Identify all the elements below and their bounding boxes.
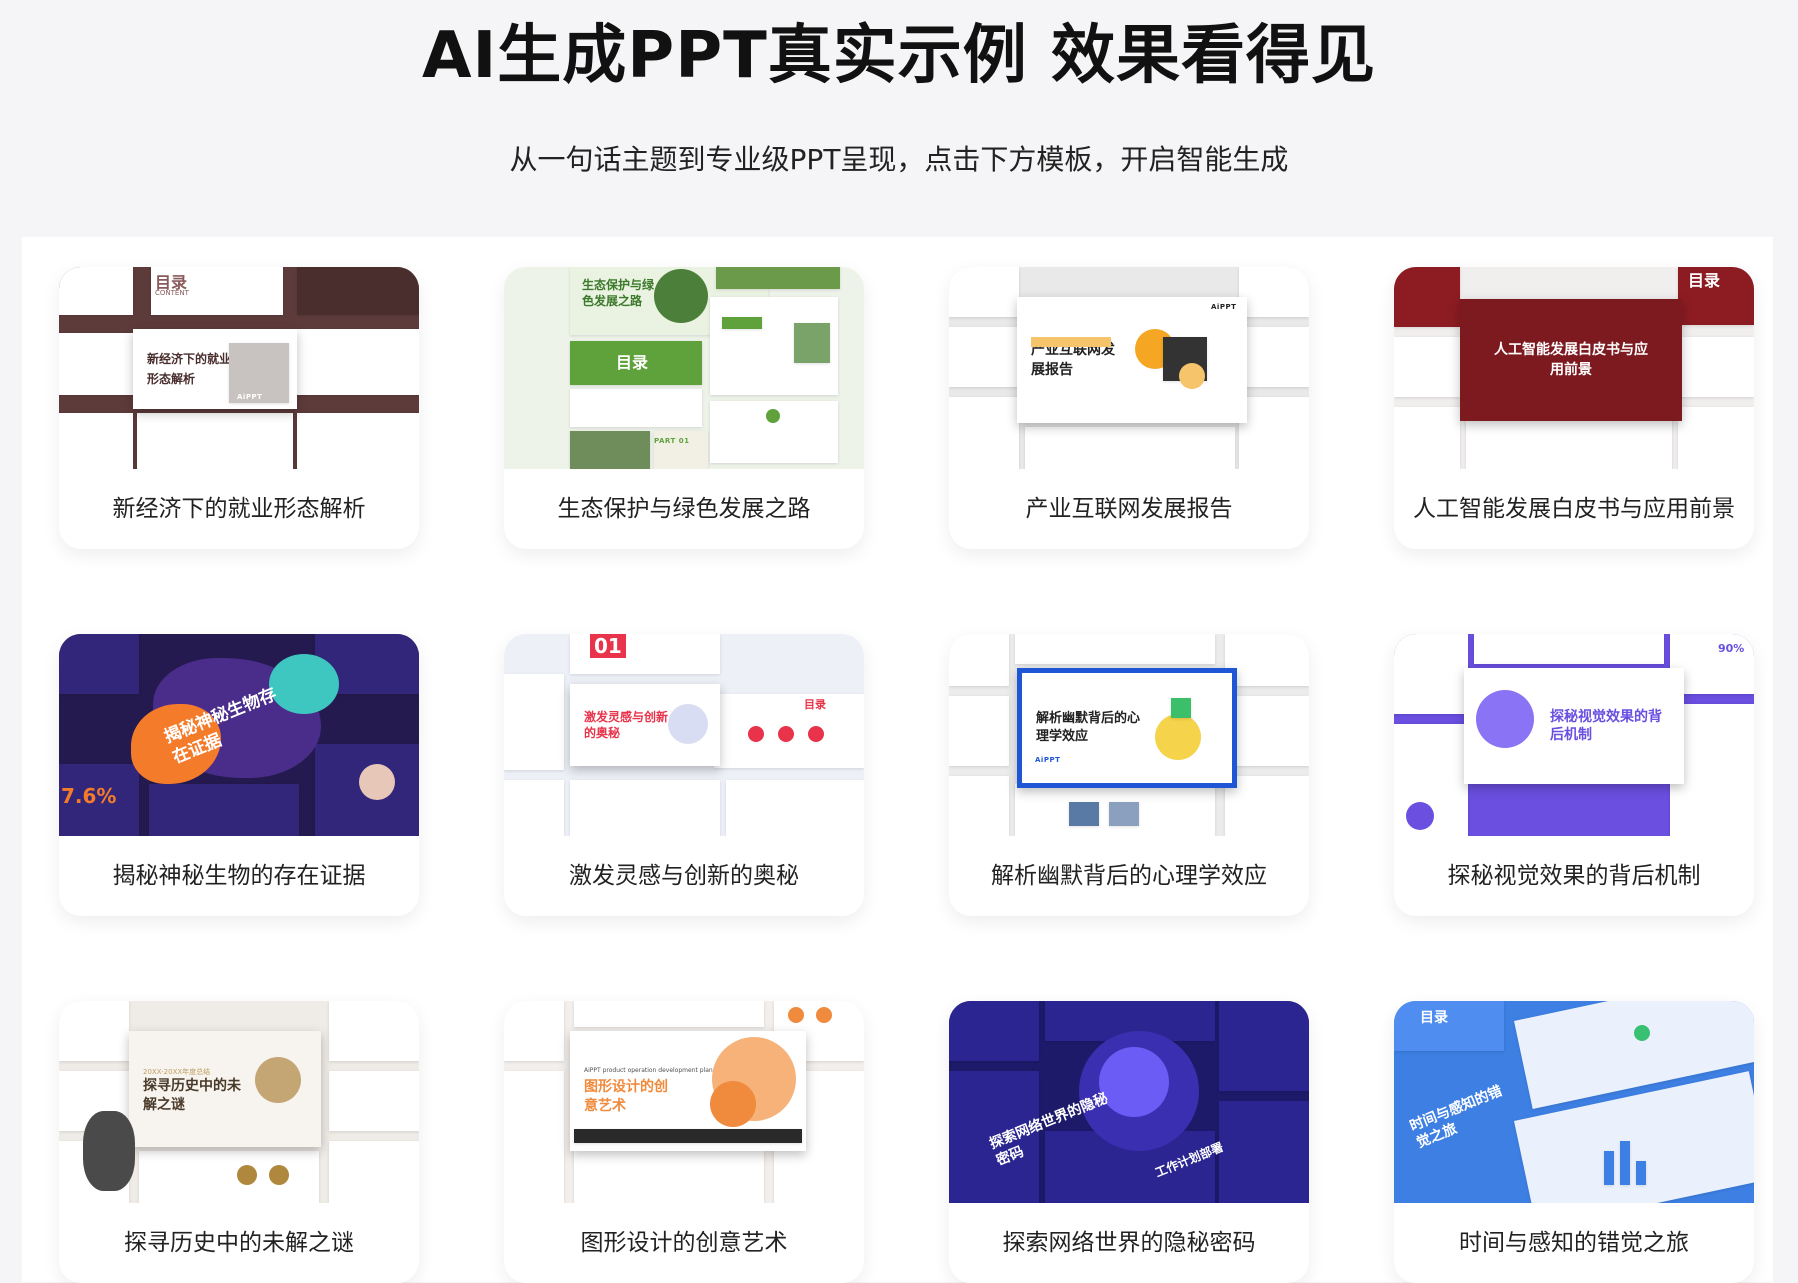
preview-cover-slide: 解析幽默背后的心理学效应 [1017, 668, 1237, 788]
template-card[interactable]: AiPPT product operation development plan… [504, 1001, 864, 1283]
template-preview-thumbnail: 20XX-20XX年度总结 探寻历史中的未解之谜 [59, 1001, 419, 1203]
preview-cover-slide: 人工智能发展白皮书与应用前景 [1460, 299, 1682, 421]
preview-cover-title: 人工智能发展白皮书与应用前景 [1494, 342, 1648, 378]
preview-cover-title: 新经济下的就业形态解析 [147, 352, 232, 386]
template-title: 人工智能发展白皮书与应用前景 [1413, 496, 1735, 522]
template-title: 新经济下的就业形态解析 [112, 496, 366, 522]
template-card[interactable]: 揭秘神秘生物存在证据 7.6% 揭秘神秘生物的存在证据 [59, 634, 419, 916]
template-card[interactable]: 目录 CONTENT 新经济下的就业形态解析 AiPPT 新经济下的就业形态解析 [59, 267, 419, 549]
template-title: 揭秘神秘生物的存在证据 [112, 863, 366, 889]
preview-cover-title: 生态保护与绿色发展之路 [582, 278, 655, 308]
page-subtitle: 从一句话主题到专业级PPT呈现，点击下方模板，开启智能生成 [509, 143, 1289, 176]
template-title: 探寻历史中的未解之谜 [124, 1230, 354, 1256]
preview-stat-text: 7.6% [61, 784, 117, 808]
preview-brand-text: AiPPT [1211, 303, 1237, 311]
preview-cover-title: 图形设计的创意艺术 [584, 1078, 668, 1114]
template-preview-thumbnail: 解析幽默背后的心理学效应 AiPPT [949, 634, 1309, 836]
preview-brand-text: AiPPT [1035, 756, 1061, 764]
template-preview-thumbnail: 揭秘神秘生物存在证据 7.6% [59, 634, 419, 836]
template-card[interactable]: 20XX-20XX年度总结 探寻历史中的未解之谜 探寻历史中的未解之谜 [59, 1001, 419, 1283]
template-title: 时间与感知的错觉之旅 [1459, 1230, 1689, 1256]
preview-en-text: AiPPT product operation development plan… [584, 1066, 726, 1074]
template-card[interactable]: 探索网络世界的隐秘密码 工作计划部署 探索网络世界的隐秘密码 [949, 1001, 1309, 1283]
preview-toc-text: 目录 [1420, 1010, 1448, 1026]
template-card[interactable]: 产业互联网发展报告 AiPPT 产业互联网发展报告 [949, 267, 1309, 549]
template-title: 生态保护与绿色发展之路 [557, 496, 811, 522]
preview-cover-slide: 产业互联网发展报告 [1017, 297, 1247, 423]
template-preview-thumbnail: 产业互联网发展报告 AiPPT [949, 267, 1309, 469]
preview-toc-text: 目录 [804, 698, 826, 711]
preview-cover-title: 激发灵感与创新的奥秘 [584, 710, 669, 740]
preview-cover-title: 探秘视觉效果的背后机制 [1550, 709, 1662, 743]
preview-part-text: PART 01 [654, 437, 690, 445]
template-grid: 目录 CONTENT 新经济下的就业形态解析 AiPPT 新经济下的就业形态解析… [59, 267, 1754, 1283]
preview-cover-title: 时间与感知的错觉之旅 [1407, 1083, 1505, 1152]
template-title: 探索网络世界的隐秘密码 [1002, 1230, 1256, 1256]
template-preview-thumbnail: 目录 时间与感知的错觉之旅 [1394, 1001, 1754, 1203]
template-preview-thumbnail: 90% 探秘视觉效果的背后机制 [1394, 634, 1754, 836]
template-preview-thumbnail: 生态保护与绿色发展之路 目录 PART 01 [504, 267, 864, 469]
templates-panel: 目录 CONTENT 新经济下的就业形态解析 AiPPT 新经济下的就业形态解析… [22, 237, 1773, 1283]
preview-cover-title: 解析幽默背后的心理学效应 [1036, 711, 1141, 744]
preview-toc-text: 目录 [155, 273, 188, 292]
template-title: 探秘视觉效果的背后机制 [1447, 863, 1701, 889]
page-title: AI生成PPT真实示例 效果看得见 [421, 19, 1377, 93]
preview-cover-title: 探寻历史中的未解之谜 [143, 1078, 241, 1113]
preview-toc-en-text: CONTENT [155, 289, 189, 297]
template-preview-thumbnail: AiPPT product operation development plan… [504, 1001, 864, 1203]
template-preview-thumbnail: 目录 CONTENT 新经济下的就业形态解析 AiPPT [59, 267, 419, 469]
preview-toc-text: 目录 [1688, 271, 1721, 290]
template-card[interactable]: 01 目录 激发灵感与创新的奥秘 激发灵感与创新的奥秘 [504, 634, 864, 916]
template-card[interactable]: 90% 探秘视觉效果的背后机制 探秘视觉效果的背后机制 [1394, 634, 1754, 916]
template-card[interactable]: 目录 时间与感知的错觉之旅 时间与感知的错觉之旅 [1394, 1001, 1754, 1283]
template-card[interactable]: 目录 人工智能发展白皮书与应用前景 人工智能发展白皮书与应用前景 [1394, 267, 1754, 549]
preview-brand-text: AiPPT [237, 393, 263, 401]
template-preview-thumbnail: 01 目录 激发灵感与创新的奥秘 [504, 634, 864, 836]
template-preview-thumbnail: 探索网络世界的隐秘密码 工作计划部署 [949, 1001, 1309, 1203]
template-title: 产业互联网发展报告 [1025, 496, 1233, 522]
preview-num-text: 01 [590, 634, 626, 658]
preview-year-text: 20XX-20XX年度总结 [143, 1068, 211, 1076]
template-card[interactable]: 生态保护与绿色发展之路 目录 PART 01 生态保护与绿色发展之路 [504, 267, 864, 549]
preview-toc-text: 目录 [616, 353, 649, 372]
template-title: 解析幽默背后的心理学效应 [991, 863, 1267, 889]
template-preview-thumbnail: 目录 人工智能发展白皮书与应用前景 [1394, 267, 1754, 469]
template-title: 激发灵感与创新的奥秘 [569, 863, 799, 889]
template-title: 图形设计的创意艺术 [580, 1230, 788, 1256]
preview-stat-text: 90% [1718, 642, 1745, 655]
template-card[interactable]: 解析幽默背后的心理学效应 AiPPT 解析幽默背后的心理学效应 [949, 634, 1309, 916]
